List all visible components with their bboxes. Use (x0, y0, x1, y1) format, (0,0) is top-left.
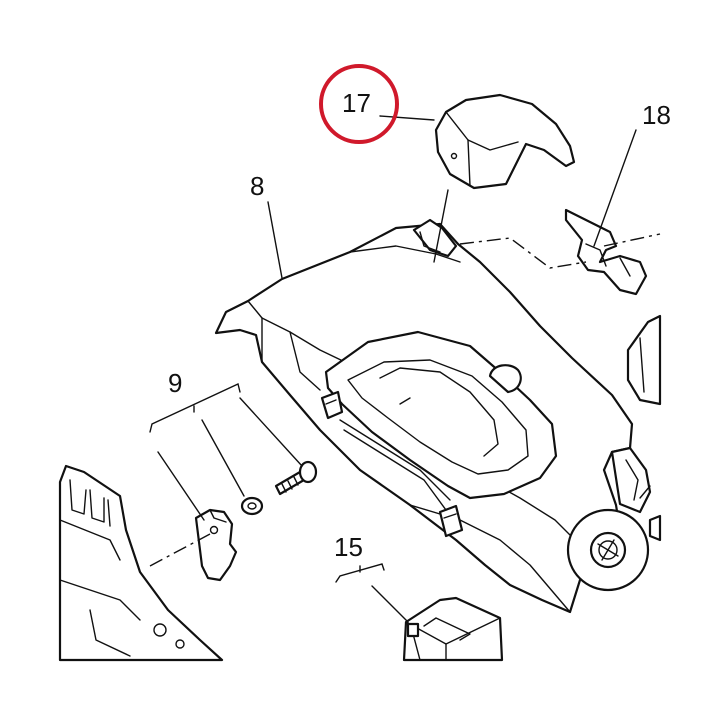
part-17-cap (434, 93, 576, 190)
callout-15: 15 (334, 532, 363, 562)
callout-8: 8 (250, 171, 264, 201)
callout-17: 17 (342, 88, 371, 118)
main-housing-cover (214, 218, 662, 614)
callout-18: 18 (642, 100, 671, 130)
leader-lines (149, 115, 661, 623)
part-18-bracket (564, 208, 648, 296)
callout-9: 9 (168, 368, 182, 398)
part-9-assembly (194, 460, 318, 582)
left-partial-housing (58, 464, 224, 662)
callout-17-highlight-ring (319, 64, 399, 144)
part-15-connector (402, 596, 504, 662)
